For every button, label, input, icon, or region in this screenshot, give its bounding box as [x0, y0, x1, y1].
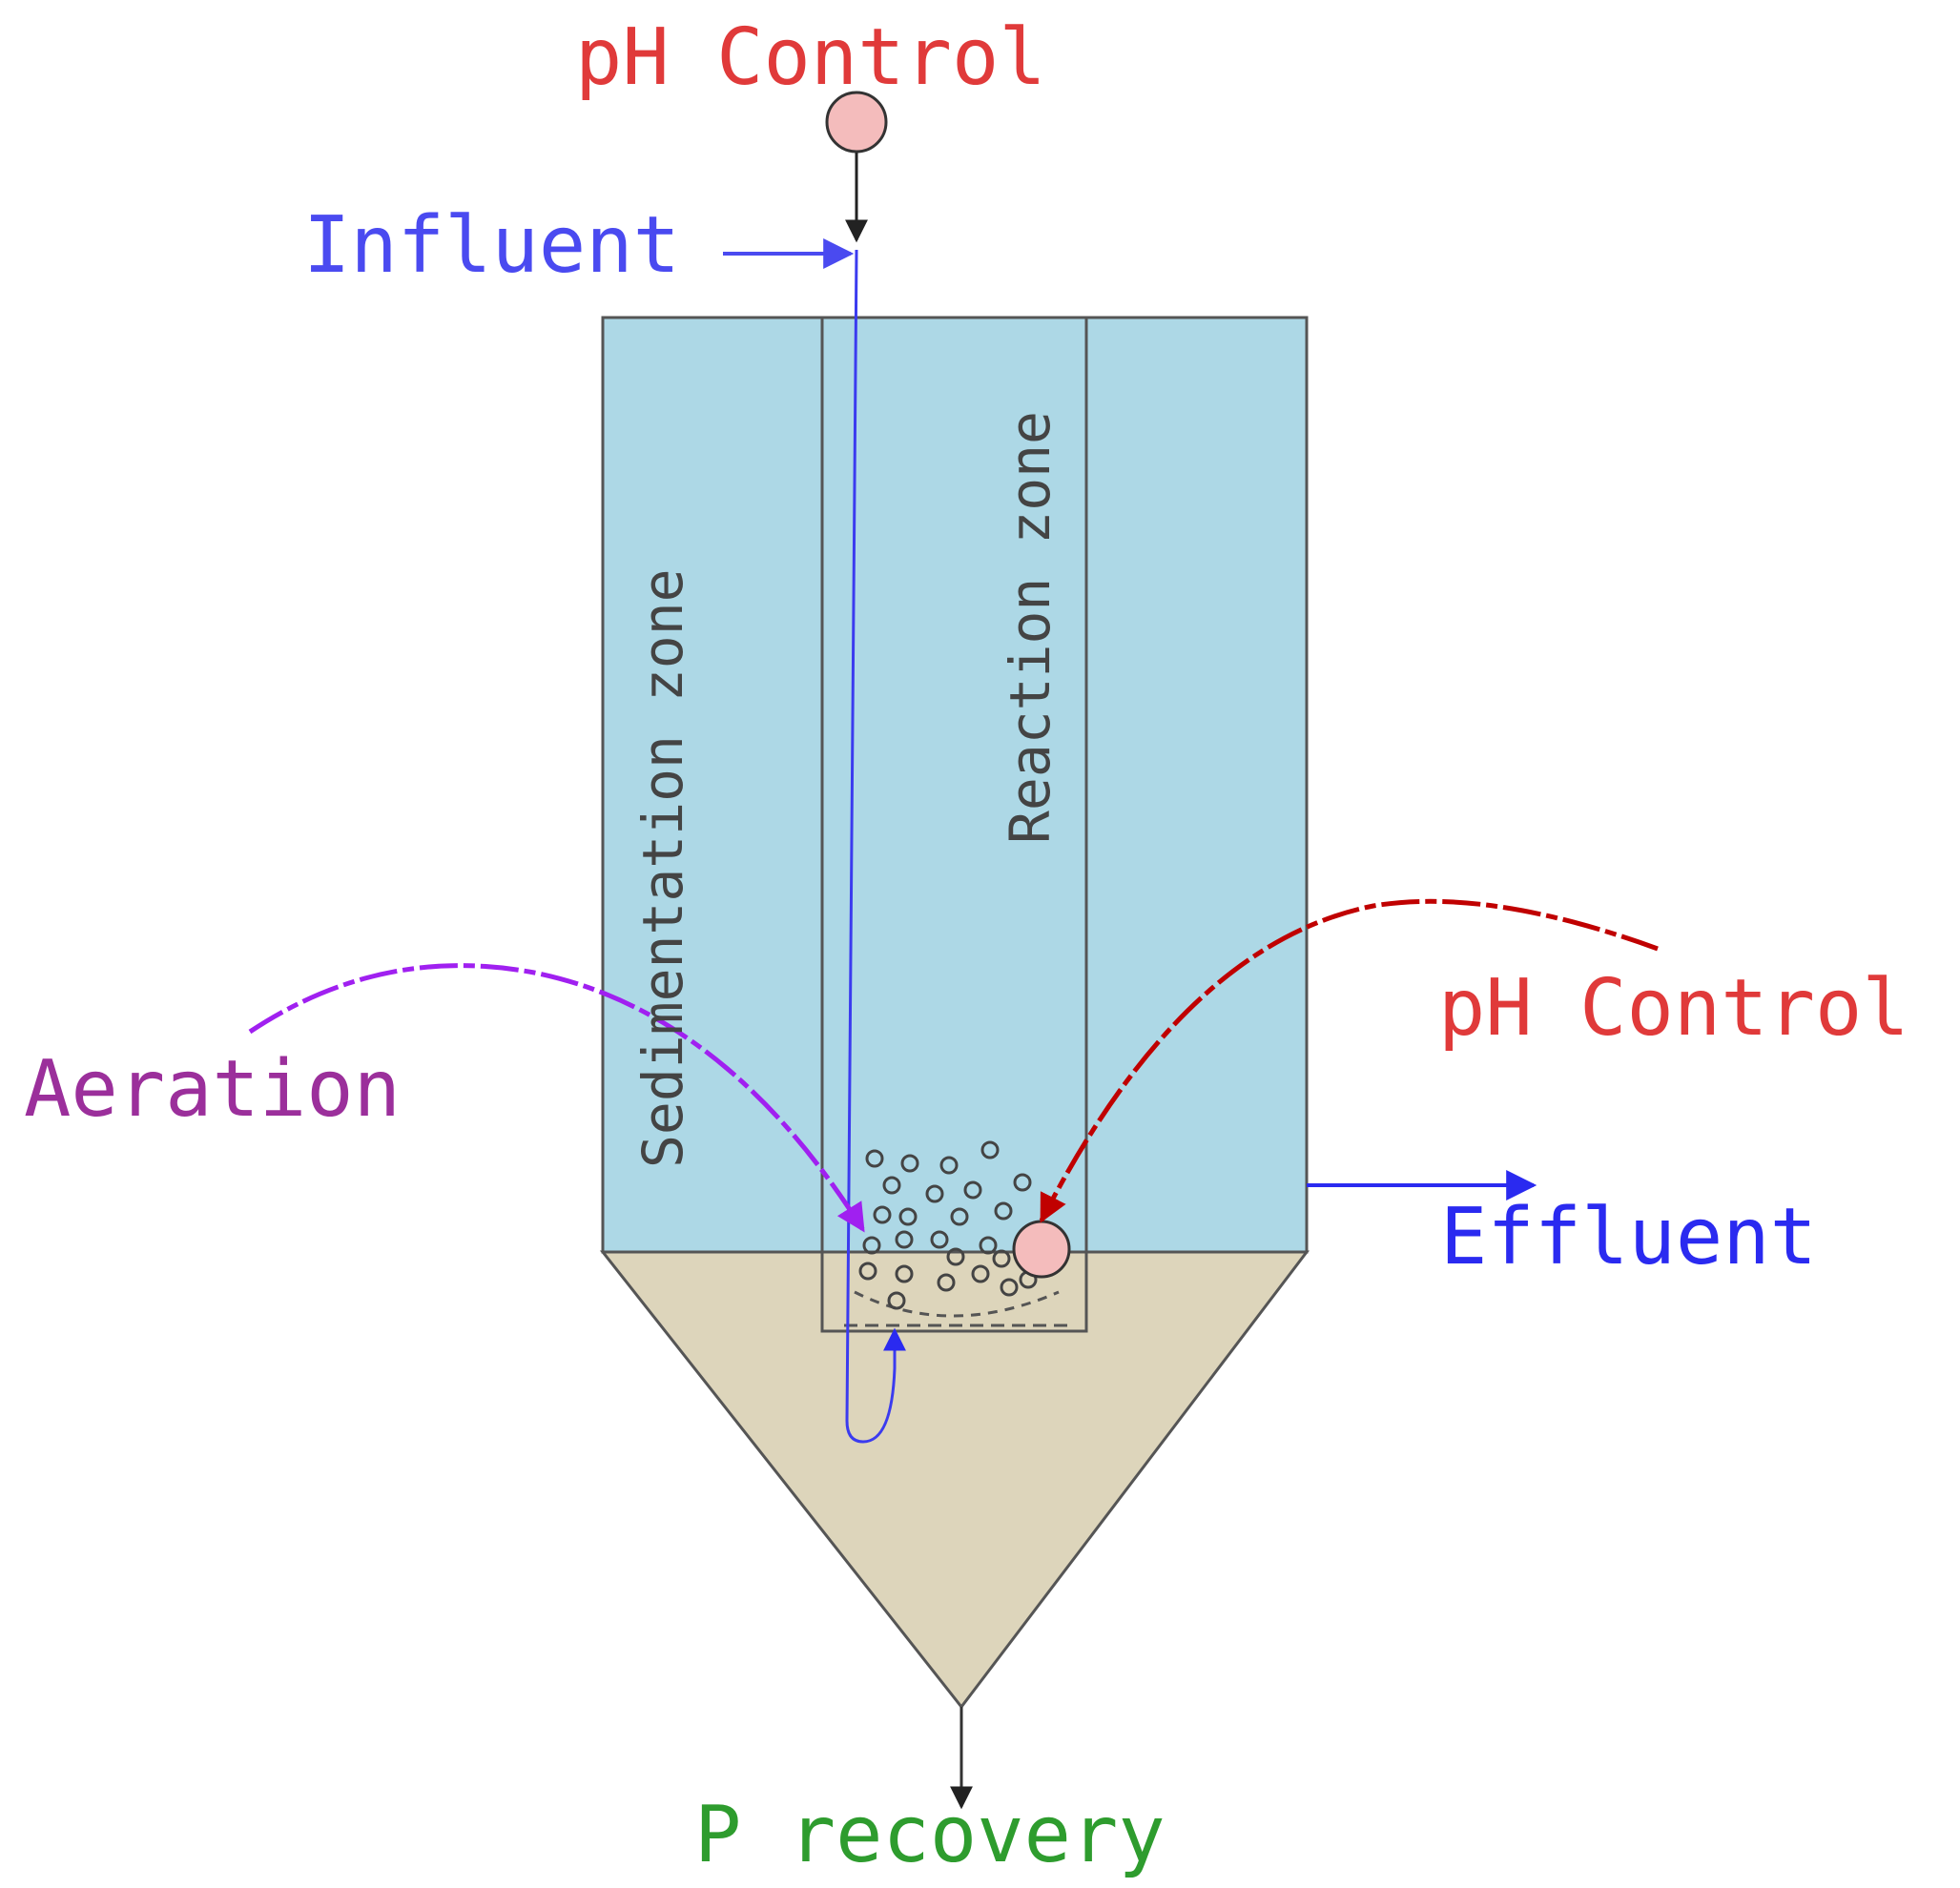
pellet — [873, 1205, 892, 1224]
pellet — [887, 1291, 906, 1310]
reaction-tube — [820, 316, 1088, 1333]
pellet — [971, 1264, 990, 1283]
sedimentation-zone-label: Sedimentation zone — [630, 568, 695, 1168]
pellet — [992, 1249, 1011, 1268]
pellet — [937, 1273, 956, 1292]
sediment-layer — [854, 1290, 1060, 1318]
pellet — [865, 1149, 884, 1168]
pellet-cluster — [858, 1140, 1054, 1310]
ph-control-arrow — [1039, 898, 1659, 1223]
pellet — [900, 1154, 919, 1173]
pellet — [939, 1156, 959, 1175]
pellet — [882, 1176, 901, 1195]
influent-pipe — [845, 249, 906, 1444]
ph-dosing-point-top — [825, 91, 888, 154]
pellet — [930, 1230, 949, 1249]
pellet — [862, 1236, 881, 1255]
pellet — [925, 1184, 944, 1203]
ph-control-label-top: pH Control — [575, 12, 1046, 103]
pellet — [963, 1180, 982, 1200]
pellet — [895, 1264, 914, 1283]
aeration-label: Aeration — [24, 1044, 401, 1135]
effluent-label: Effluent — [1440, 1192, 1817, 1283]
aeration-arrow — [248, 963, 866, 1233]
influent-label: Influent — [303, 200, 680, 291]
pellet — [895, 1230, 914, 1249]
pellet — [980, 1140, 1000, 1159]
pellet — [898, 1207, 918, 1226]
pellet — [1000, 1278, 1019, 1297]
pellet — [994, 1201, 1013, 1221]
pellet — [1013, 1173, 1032, 1192]
pellet — [950, 1207, 969, 1226]
p-recovery-label: P recovery — [694, 1790, 1166, 1880]
ph-control-label-right: pH Control — [1438, 963, 1909, 1054]
ph-dosing-point-right — [1012, 1220, 1071, 1279]
pellet — [946, 1247, 965, 1266]
pellet — [979, 1236, 998, 1255]
reaction-zone-label: Reaction zone — [998, 411, 1063, 844]
pellet — [858, 1262, 877, 1281]
